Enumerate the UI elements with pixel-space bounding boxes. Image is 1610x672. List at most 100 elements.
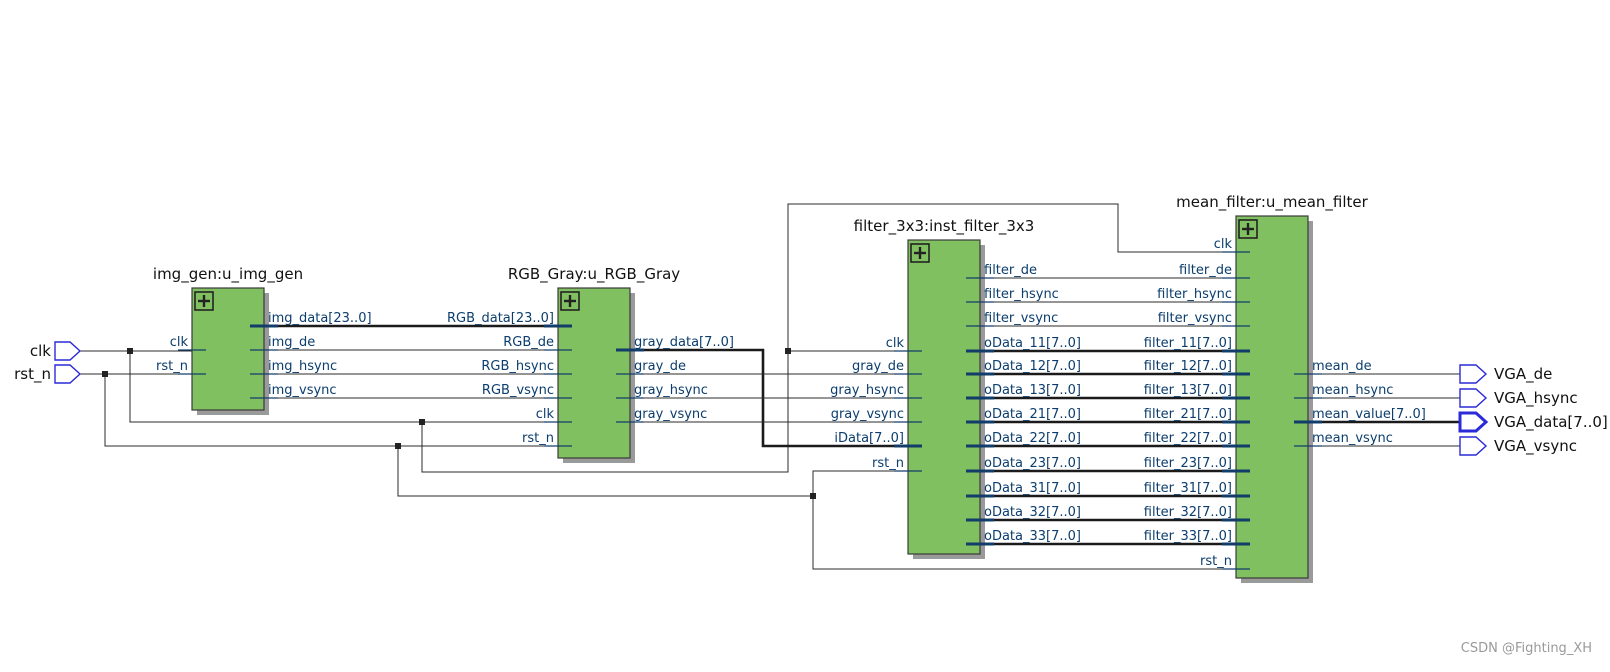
- input-port-label: filter_33[7..0]: [1144, 529, 1232, 544]
- input-port-label: clk: [536, 407, 555, 422]
- block-body: [557, 287, 631, 459]
- junction-dot: [395, 443, 401, 449]
- output-pin-label: VGA_data[7..0]: [1494, 413, 1608, 432]
- input-port-label: clk: [886, 336, 905, 351]
- plus-box-icon[interactable]: [560, 291, 580, 311]
- output-pin-label: VGA_de: [1494, 365, 1552, 384]
- output-port-label: oData_23[7..0]: [984, 456, 1081, 471]
- output-port-label: gray_de: [634, 359, 686, 374]
- output-pin-icon: [1459, 388, 1488, 408]
- input-pin-label: clk: [30, 342, 51, 360]
- input-pin-icon: [54, 364, 82, 384]
- input-port-label: rst_n: [1200, 554, 1232, 569]
- output-port-label: filter_vsync: [984, 311, 1058, 326]
- output-port-label: img_vsync: [268, 383, 337, 398]
- output-port-label: oData_22[7..0]: [984, 431, 1081, 446]
- wire-rst-rgb-gray: [104, 374, 558, 447]
- input-pin-icon: [54, 341, 82, 361]
- junction-dot: [102, 371, 108, 377]
- output-pin-vga-de[interactable]: VGA_de: [1459, 364, 1552, 384]
- junction-dot: [419, 419, 425, 425]
- block-title: img_gen:u_img_gen: [153, 265, 303, 284]
- input-port-label: RGB_hsync: [481, 359, 554, 374]
- block-title: mean_filter:u_mean_filter: [1176, 193, 1368, 212]
- input-port-label: gray_de: [852, 359, 904, 374]
- input-port-label: filter_hsync: [1157, 287, 1232, 302]
- input-port-label: filter_de: [1179, 263, 1232, 278]
- output-pin-label: VGA_vsync: [1494, 437, 1577, 456]
- wire-clk-filter: [421, 350, 920, 473]
- input-port-label: filter_23[7..0]: [1144, 456, 1232, 471]
- input-port-label: iData[7..0]: [834, 431, 904, 446]
- output-port-label: gray_hsync: [634, 383, 708, 398]
- input-port-label: clk: [170, 335, 189, 350]
- output-pin-vga-data[interactable]: VGA_data[7..0]: [1458, 411, 1608, 433]
- input-port-label: RGB_data[23..0]: [447, 311, 554, 326]
- wire-clk-rgb-gray: [129, 351, 558, 423]
- input-port-label: filter_32[7..0]: [1144, 505, 1232, 520]
- input-pin-clk[interactable]: clk: [30, 341, 82, 361]
- input-port-label: rst_n: [156, 359, 188, 374]
- output-port-label: img_data[23..0]: [268, 311, 372, 326]
- output-port-label: mean_value[7..0]: [1312, 407, 1426, 422]
- wire-clk-mean: [787, 203, 1250, 351]
- output-port-label: gray_vsync: [634, 407, 707, 422]
- input-port-label: filter_12[7..0]: [1144, 359, 1232, 374]
- input-port-label: filter_31[7..0]: [1144, 481, 1232, 496]
- input-port-label: clk: [1214, 237, 1233, 252]
- output-pin-vga-vsync[interactable]: VGA_vsync: [1459, 436, 1577, 456]
- block-title: RGB_Gray:u_RGB_Gray: [508, 265, 680, 284]
- output-port-label: gray_data[7..0]: [634, 335, 734, 350]
- input-port-label: rst_n: [522, 431, 554, 446]
- output-port-label: mean_de: [1312, 359, 1372, 374]
- input-port-label: rst_n: [872, 456, 904, 471]
- junction-dot: [785, 348, 791, 354]
- output-port-label: oData_31[7..0]: [984, 481, 1081, 496]
- input-pin-rst-n[interactable]: rst_n: [14, 364, 82, 384]
- input-port-label: gray_vsync: [831, 407, 904, 422]
- plus-box-icon[interactable]: [1238, 219, 1258, 239]
- block-title: filter_3x3:inst_filter_3x3: [854, 217, 1035, 236]
- wire-rst-mean: [812, 496, 1250, 570]
- output-port-label: oData_12[7..0]: [984, 359, 1081, 374]
- output-port-label: oData_13[7..0]: [984, 383, 1081, 398]
- output-pin-label: VGA_hsync: [1494, 389, 1578, 408]
- output-port-label: filter_hsync: [984, 287, 1059, 302]
- output-pin-icon: [1458, 411, 1489, 433]
- junction-dot: [127, 348, 133, 354]
- junction-dot: [810, 493, 816, 499]
- watermark: CSDN @Fighting_XH: [1461, 641, 1592, 656]
- input-port-label: gray_hsync: [830, 383, 904, 398]
- input-pin-label: rst_n: [14, 365, 51, 384]
- input-port-label: RGB_vsync: [482, 383, 554, 398]
- plus-box-icon[interactable]: [194, 291, 214, 311]
- input-port-label: filter_13[7..0]: [1144, 383, 1232, 398]
- input-port-label: filter_vsync: [1158, 311, 1232, 326]
- module-blocks: img_gen:u_img_genclkrst_nimg_data[23..0]…: [153, 193, 1426, 583]
- output-port-label: oData_11[7..0]: [984, 336, 1081, 351]
- output-pin-icon: [1459, 436, 1488, 456]
- output-pin-icon: [1459, 364, 1488, 384]
- output-port-label: oData_33[7..0]: [984, 529, 1081, 544]
- input-port-label: filter_22[7..0]: [1144, 431, 1232, 446]
- wire-rst-filter: [812, 470, 920, 496]
- input-port-label: RGB_de: [503, 335, 554, 350]
- output-port-label: oData_32[7..0]: [984, 505, 1081, 520]
- input-port-label: filter_11[7..0]: [1144, 336, 1232, 351]
- wires: [80, 203, 1460, 570]
- output-pin-vga-hsync[interactable]: VGA_hsync: [1459, 388, 1578, 408]
- output-port-label: oData_21[7..0]: [984, 407, 1081, 422]
- plus-box-icon[interactable]: [910, 243, 930, 263]
- output-port-label: mean_vsync: [1312, 431, 1393, 446]
- wire-rst-bus: [397, 446, 813, 497]
- filter-to-mean-wires: [994, 277, 1250, 546]
- output-port-label: img_hsync: [268, 359, 337, 374]
- input-port-label: filter_21[7..0]: [1144, 407, 1232, 422]
- output-port-label: mean_hsync: [1312, 383, 1393, 398]
